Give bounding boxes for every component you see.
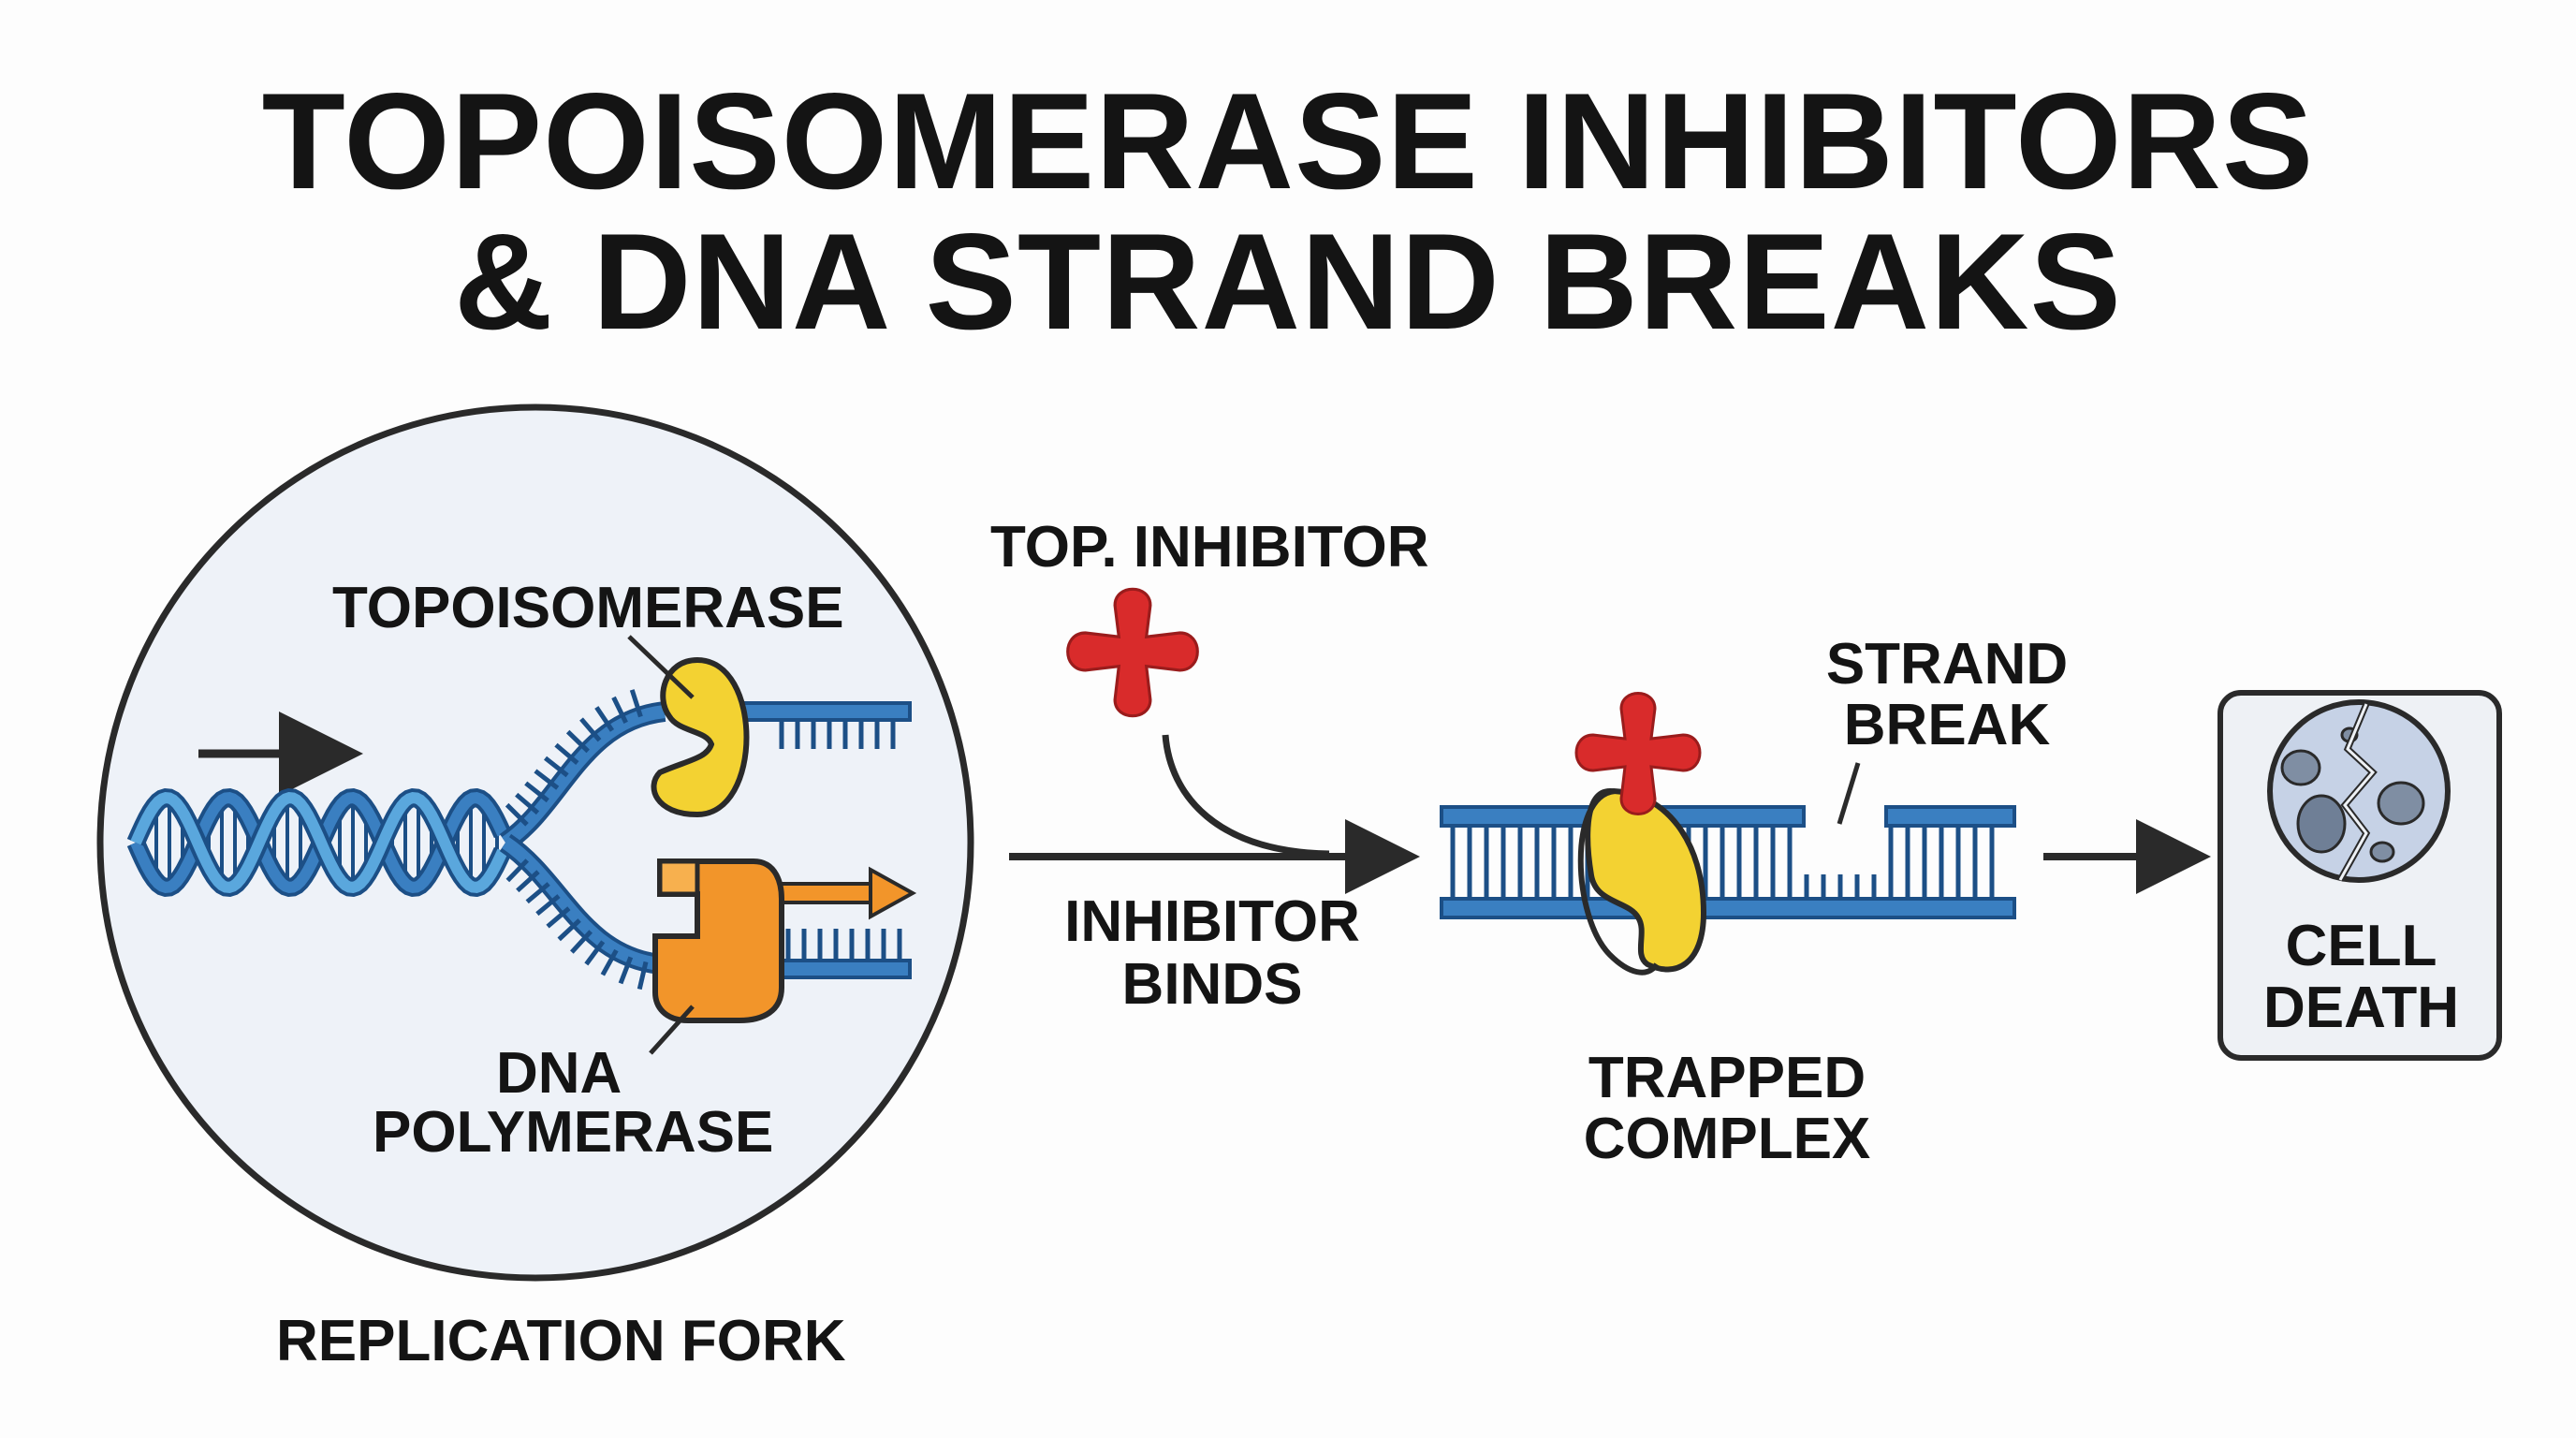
fork-tooth — [546, 906, 571, 929]
trapped-complex-duplex — [1440, 805, 2016, 919]
trapped-bottom-strand — [1440, 897, 2016, 919]
fork-tooth — [554, 742, 579, 765]
fork-tooth — [534, 769, 560, 790]
inhibitor-binds-arrow — [1009, 734, 1420, 894]
inhibitor-cross — [1066, 587, 1199, 718]
strand-break-label-line2: BREAK — [1843, 693, 2051, 757]
fork-tooth — [594, 706, 615, 732]
top-inhibitor-label: TOP. INHIBITOR — [990, 515, 1429, 580]
strand-break-pointer — [1837, 762, 1861, 825]
fork-tooth — [557, 918, 581, 942]
upper-daughter-duplex — [691, 701, 912, 749]
dna-label: DNA — [496, 1041, 622, 1106]
polymerase-label: POLYMERASE — [373, 1100, 774, 1165]
fork-tooth — [570, 930, 593, 954]
page-title-line1: TOPOISOMERASE INHIBITORS — [261, 65, 2315, 217]
trapped-topoisomerase — [1577, 787, 1707, 976]
fork-tooth — [565, 729, 590, 754]
topoisomerase-pointer — [627, 635, 695, 699]
helix-strand-b — [130, 792, 508, 893]
bound-inhibitor-molecule — [1574, 692, 1702, 815]
fork-tooth — [618, 956, 634, 985]
fork-tooth — [543, 756, 569, 778]
fork-tooth — [505, 858, 530, 883]
topoisomerase-label: TOPOISOMERASE — [332, 576, 844, 640]
fork-tooth — [637, 961, 649, 990]
fork-arm-lower — [502, 837, 661, 971]
fork-tooth — [505, 802, 529, 827]
topoisomerase-shape — [651, 656, 750, 818]
dna-fork-arms — [499, 689, 666, 990]
inhibitor-binds-label-line2: BINDS — [1121, 952, 1303, 1017]
inhibitor-cross — [1574, 692, 1702, 815]
broken-cell-icon — [2267, 699, 2451, 883]
fork-tooth — [579, 717, 602, 742]
page-title-line2: & DNA STRAND BREAKS — [454, 205, 2122, 358]
fork-tooth — [524, 781, 549, 803]
trapped-top-strand-right — [1884, 805, 2016, 828]
dna-polymerase-enzyme — [652, 858, 784, 1023]
fork-tooth — [516, 870, 540, 893]
strand-break-label-line1: STRAND — [1825, 632, 2069, 697]
fork-tooth — [629, 689, 643, 718]
cell-death-panel — [2217, 690, 2502, 1061]
fork-tooth — [584, 940, 606, 966]
replication-fork-label: REPLICATION FORK — [276, 1309, 846, 1373]
fork-tooth — [611, 696, 628, 724]
fork-tooth — [600, 948, 619, 976]
dna-double-helix — [126, 787, 512, 898]
top-inhibitor-molecule — [1066, 587, 1199, 718]
replication-fork-panel — [96, 404, 974, 1282]
cell-label: CELL — [2285, 914, 2437, 978]
inhibitor-binds-label-line1: INHIBITOR — [1064, 889, 1360, 954]
death-label: DEATH — [2263, 976, 2459, 1040]
fork-tooth — [515, 792, 540, 815]
fork-arm-upper — [501, 705, 666, 848]
replication-fork-circle — [96, 404, 974, 1282]
trapped-label: TRAPPED — [1588, 1046, 1866, 1110]
complex-label: COMPLEX — [1583, 1107, 1871, 1171]
dna-polymerase-pointer — [649, 1005, 695, 1055]
fork-tooth — [525, 882, 550, 904]
fork-tooth — [535, 894, 561, 917]
